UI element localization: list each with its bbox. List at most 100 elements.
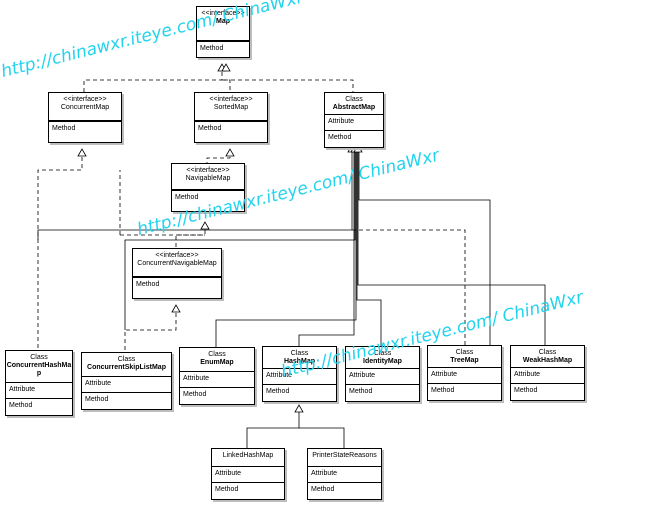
class-attributes: Attribute	[82, 377, 171, 393]
class-attributes: Attribute	[180, 372, 254, 388]
connector-line	[357, 152, 546, 345]
connector-line	[37, 150, 83, 350]
connector-line	[222, 79, 231, 92]
class-attributes: Attribute	[212, 467, 284, 483]
class-methods: Method	[215, 486, 239, 493]
class-methods: Method	[198, 125, 222, 132]
class-attributes	[172, 190, 244, 191]
connector-line	[37, 152, 353, 240]
class-attributes	[195, 121, 267, 122]
class-header: <<interface>>ConcurrentNavigableMap	[133, 249, 221, 277]
class-attributes	[49, 121, 121, 122]
class-name: ConcurrentNavigableMap	[137, 260, 217, 267]
class-stereotype: <<interface>>	[63, 96, 107, 103]
class-name: LinkedHashMap	[222, 452, 274, 459]
class-attributes: Attribute	[428, 368, 501, 384]
connector-line	[356, 152, 382, 346]
class-attributes: Attribute	[511, 368, 584, 384]
class-name: SortedMap	[213, 104, 249, 111]
class-attributes	[197, 41, 249, 42]
class-attributes: Attribute	[308, 467, 381, 483]
connector-line	[83, 65, 223, 92]
class-attributes: Attribute	[263, 369, 336, 385]
class-attributes: Attribute	[6, 383, 72, 399]
class-name: PrinterStateReasons	[312, 452, 377, 459]
class-methods: Method	[431, 387, 455, 394]
class-methods: Method	[136, 281, 160, 288]
class-stereotype: <<interface>>	[155, 252, 199, 259]
class-attributes: Attribute	[346, 369, 419, 385]
class-stereotype: <<interface>>	[209, 96, 253, 103]
class-methods: Method	[85, 396, 109, 403]
class-attributes	[133, 277, 221, 278]
class-stereotype: Class	[455, 349, 474, 356]
inheritance-arrowhead	[294, 404, 304, 413]
inheritance-arrowhead	[77, 148, 87, 157]
class-name: ConcurrentSkipListMap	[87, 364, 166, 371]
class-methods: Method	[52, 125, 76, 132]
connector-line	[352, 229, 466, 345]
class-name: WeakHashMap	[522, 357, 573, 364]
class-stereotype: Class	[373, 350, 392, 357]
class-stereotype: Class	[208, 351, 226, 358]
class-methods: Method	[349, 388, 373, 395]
class-header: <<interface>>Map	[197, 7, 249, 41]
class-name: AbstractMap	[332, 104, 376, 111]
connector-line	[299, 427, 345, 448]
connector-line	[224, 79, 354, 92]
class-methods: Method	[9, 402, 33, 409]
class-methods: Method	[183, 391, 207, 398]
class-stereotype: Class	[117, 356, 136, 363]
connector-line	[298, 152, 355, 346]
class-name: NavigableMap	[185, 175, 231, 182]
class-header: <<interface>>ConcurrentMap	[49, 93, 121, 121]
connector-line	[246, 412, 300, 448]
inheritance-arrowhead	[221, 63, 231, 72]
connector-line	[124, 152, 356, 330]
class-methods: Method	[311, 486, 335, 493]
class-header: LinkedHashMap	[212, 449, 284, 467]
inheritance-arrowhead	[200, 221, 210, 230]
class-header: <<interface>>NavigableMap	[172, 164, 244, 190]
connector-line	[124, 306, 177, 352]
class-header: <<interface>>SortedMap	[195, 93, 267, 121]
connector-line	[358, 152, 491, 345]
connector-line	[206, 150, 231, 163]
class-name: ConcurrentHashMa p	[6, 362, 72, 377]
class-stereotype: Class	[538, 349, 557, 356]
class-stereotype: Class	[30, 354, 48, 361]
class-name: EnumMap	[200, 359, 234, 366]
class-stereotype: Class	[290, 350, 309, 357]
class-methods: Method	[175, 194, 199, 201]
class-name: TreeMap	[450, 357, 479, 364]
class-attributes: Attribute	[325, 115, 383, 131]
class-name: HashMap	[283, 358, 316, 365]
class-name: ConcurrentMap	[60, 104, 110, 111]
inheritance-arrowhead	[171, 304, 181, 313]
class-stereotype: <<interface>>	[186, 167, 230, 174]
class-methods: Method	[200, 45, 224, 52]
